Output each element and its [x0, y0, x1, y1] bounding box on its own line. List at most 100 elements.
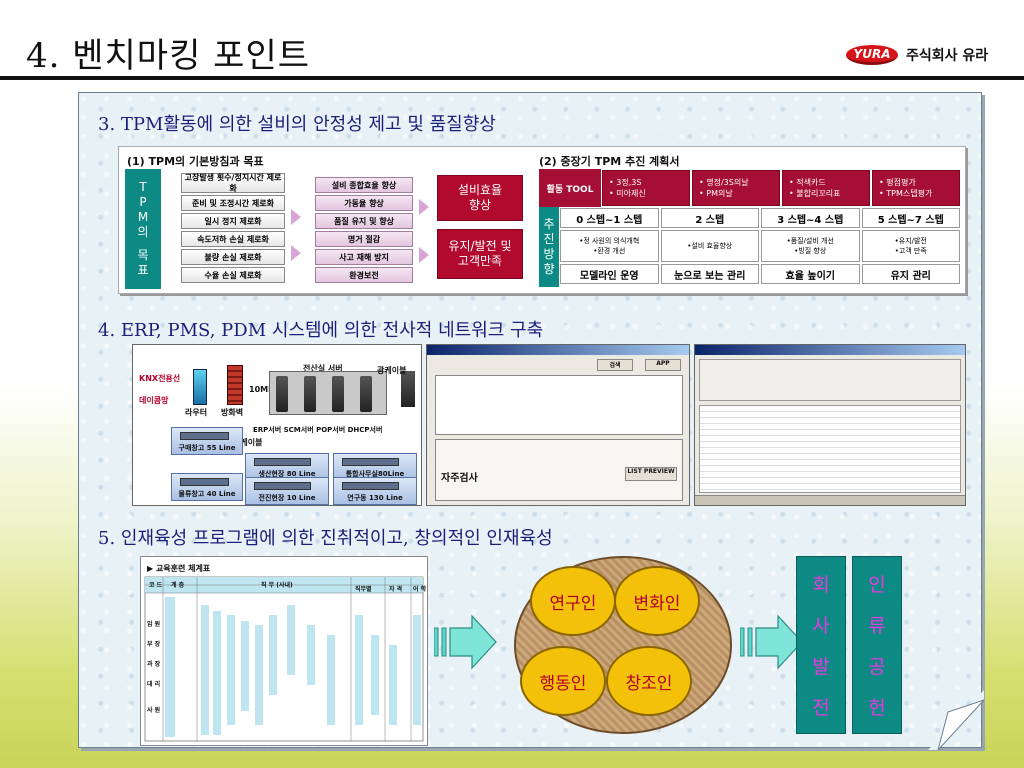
network-diagram: 전산실 서버 KNX전용선 데이콤망 라우터 방화벽 10Mbps 광케이블 E… [132, 344, 422, 506]
switch-hub: 구매창고 55 Line [171, 427, 243, 455]
chart-col-level: 계 층 [171, 582, 185, 589]
tpm-goal: 불량 손실 제로화 [181, 249, 285, 265]
server-rack [269, 371, 387, 415]
app-button: APP [645, 359, 681, 371]
switch-hub: 물류창고 40 Line [171, 473, 243, 501]
step-detail: •품질/설비 개선•빙질 향상 [761, 230, 860, 262]
chart-heading: ▶ 교육훈련 체계표 [147, 564, 211, 573]
arrow-icon [291, 209, 301, 225]
switch-hub: 전진현장 10 Line [245, 477, 329, 505]
talent-circle: 창조인 [606, 646, 692, 716]
tpm-measure: 명거 절감 [315, 231, 413, 247]
inspection-grid [435, 375, 683, 435]
talent-circle: 행동인 [520, 646, 606, 716]
chart-row: 임 원 [147, 621, 161, 628]
outcome-efficiency: 설비효율 향상 [437, 175, 523, 221]
tool-cell: • 3정,3S• 미아제신 [602, 170, 690, 206]
self-inspection-label: 자주검사 [441, 473, 478, 484]
internet-label: 데이콤망 [139, 396, 169, 405]
company-development-column: 회 사 발 전 [796, 556, 846, 734]
step-bottom: 눈으로 보는 관리 [660, 264, 759, 284]
server-icon [401, 371, 415, 407]
inspection-app-screenshot: 검색 APP 자주검사 LIST PREVIEW [426, 344, 690, 506]
switch-hub: 연구동 130 Line [333, 477, 417, 505]
education-system-chart: ▶ 교육훈련 체계표 코 드 계 층 직 무 (사내) 직무별 자 격 어 학 … [140, 556, 428, 746]
tool-label: 활동 TOOL [539, 169, 601, 207]
erp-section-title: 4. ERP, PMS, PDM 시스템에 의한 전사적 네트워크 구축 [98, 320, 544, 341]
step-detail: •설비 효율향상 [660, 230, 759, 262]
chart-col-jobtype: 직무별 [355, 586, 372, 593]
data-grid [699, 405, 961, 493]
tool-cell: • 적색카드• 불합리꼬리표 [782, 170, 870, 206]
step-bottom: 유지 관리 [861, 264, 960, 284]
switch-hub: 통합사무실80Line [333, 453, 417, 481]
company-name: 주식회사 유라 [906, 48, 989, 64]
server-names: ERP서버 SCM서버 POP서버 DHCP서버 [253, 426, 383, 434]
speed-label: 10Mbps [249, 385, 285, 394]
tpm-measure: 가동율 향상 [315, 195, 413, 211]
chart-row: 사 원 [147, 707, 161, 714]
fiber-label: 광케이블 [233, 438, 263, 447]
firewall-icon [227, 365, 243, 405]
chart-row: 부 장 [147, 641, 161, 648]
step-header: 2 스텝 [660, 208, 759, 228]
search-button: 검색 [597, 359, 633, 371]
tpm-measure: 품질 유지 및 향상 [315, 213, 413, 229]
arrow-icon [291, 245, 301, 261]
tpm-measure: 사고 재해 방지 [315, 249, 413, 265]
edu-section-title: 5. 인재육성 프로그램에 의한 진취적이고, 창의적인 인재육성 [98, 528, 553, 549]
human-contribution-column: 인 류 공 헌 [852, 556, 902, 734]
step-bottom: 효율 높이기 [761, 264, 860, 284]
pms-app-screenshot [694, 344, 966, 506]
arrow-icon [419, 247, 429, 263]
tpm-measure: 설비 종합효율 향상 [315, 177, 413, 193]
tpm-goal: 수율 손실 제로화 [181, 267, 285, 283]
title-bar [695, 345, 965, 355]
right-arrow-icon [740, 614, 803, 670]
step-header: 5 스텝~7 스텝 [861, 208, 960, 228]
talent-circle: 연구인 [530, 566, 616, 636]
server-icon [360, 376, 372, 412]
switch-hub: 생산현장 80 Line [245, 453, 329, 481]
chart-row: 과 장 [147, 661, 161, 668]
chart-row: 대 리 [147, 681, 161, 688]
step-bottom: 모델라인 운영 [560, 264, 659, 284]
fiber-label: 광케이블 [377, 366, 407, 375]
list-preview-button: LIST PREVIEW [625, 467, 677, 481]
server-icon [276, 376, 288, 412]
tpm-plan-title: (2) 중장기 TPM 추진 계획서 [539, 155, 680, 168]
router-label: 라우터 [185, 408, 208, 417]
company-logo: YURA 주식회사 유라 [846, 45, 988, 65]
chart-col-job: 직 무 (사내) [261, 582, 293, 589]
router-icon [193, 369, 207, 405]
step-detail: •정 사원의 의식개혁•환경 개선 [560, 230, 659, 262]
step-header: 3 스텝~4 스텝 [761, 208, 860, 228]
arrow-icon [419, 199, 429, 215]
title-bar [427, 345, 689, 355]
knx-label: KNX전용선 [139, 374, 181, 383]
chart-col-code: 코 드 [149, 582, 163, 589]
tpm-diagram: (1) TPM의 기본방침과 목표 T P M 의 목 표 고장발생 횟수/정지… [118, 146, 966, 294]
page-fold [928, 690, 984, 750]
chart-col-qual: 자 격 [389, 586, 403, 593]
tpm-measures-list: 설비 종합효율 향상 가동율 향상 품질 유지 및 향상 명거 절감 사고 재해… [315, 177, 413, 285]
right-arrow-icon [434, 614, 497, 670]
tool-cell: • 평점평가• TPM스텝평가 [872, 170, 960, 206]
tpm-section-title: 3. TPM활동에 의한 설비의 안정성 제고 및 품질향상 [98, 114, 496, 135]
taskbar [695, 495, 965, 505]
step-detail: •유지/발전•고객 만족 [861, 230, 960, 262]
education-grid [144, 576, 424, 742]
step-header: 0 스텝~1 스텝 [560, 208, 659, 228]
tpm-goal: 일시 정지 제로화 [181, 213, 285, 229]
yura-logo-mark: YURA [846, 45, 898, 65]
talent-circle: 변화인 [614, 566, 700, 636]
form-area [699, 359, 961, 401]
title-rule [0, 76, 1024, 80]
tool-cell: • 명정/3S의날• PM의날 [692, 170, 780, 206]
chart-col-lang: 어 학 [413, 586, 427, 593]
tpm-goal: 속도저하 손실 제로화 [181, 231, 285, 247]
tpm-goal: 고장발생 횟수/정지시간 제로화 [181, 173, 285, 193]
tpm-plan-table: 활동 TOOL • 3정,3S• 미아제신 • 명정/3S의날• PM의날 • … [539, 169, 961, 287]
tpm-basic-title: (1) TPM의 기본방침과 목표 [127, 155, 264, 168]
